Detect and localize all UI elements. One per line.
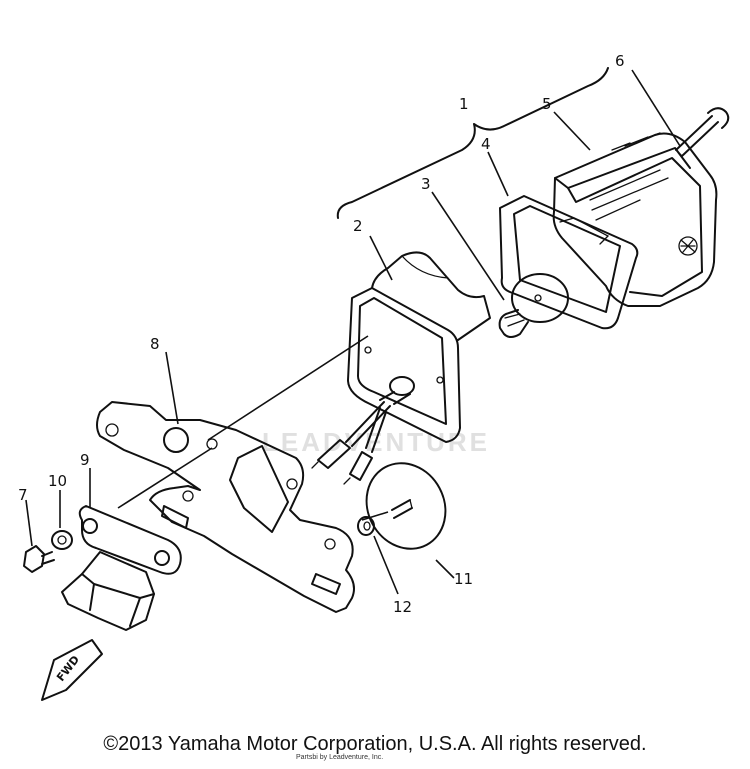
assembly-bracket	[336, 67, 609, 219]
washer	[51, 530, 73, 550]
tail-lamp-bulb	[498, 273, 569, 338]
reflector	[365, 462, 447, 550]
lens-gasket	[499, 195, 639, 330]
callout-7: 7	[18, 486, 28, 504]
lamp-base	[347, 251, 491, 443]
forward-arrow: FWD	[41, 639, 103, 701]
faint-credit: Partsbi by Leadventure, Inc.	[296, 754, 383, 761]
housing-screw	[675, 107, 730, 157]
callout-8: 8	[150, 335, 160, 353]
license-lamp	[61, 505, 182, 631]
lens-housing	[552, 132, 718, 307]
callout-10: 10	[48, 472, 67, 490]
callout-11: 11	[454, 570, 473, 588]
callout-9: 9	[80, 451, 90, 469]
callout-labels: 1 2 3 4 5 6 7 8 9 10 11 12	[18, 52, 625, 616]
callout-1: 1	[459, 95, 469, 113]
license-lamp-screw	[23, 545, 55, 573]
callout-3: 3	[421, 175, 431, 193]
callout-12: 12	[393, 598, 412, 616]
callout-2: 2	[353, 217, 363, 235]
copyright-notice: ©2013 Yamaha Motor Corporation, U.S.A. A…	[103, 733, 647, 755]
callout-5: 5	[542, 95, 552, 113]
lamp-wires	[311, 401, 391, 485]
callout-6: 6	[615, 52, 625, 70]
lamp-bracket	[96, 401, 355, 613]
reflector-nut	[357, 516, 375, 536]
leader-lines	[25, 69, 681, 595]
callout-4: 4	[481, 135, 491, 153]
